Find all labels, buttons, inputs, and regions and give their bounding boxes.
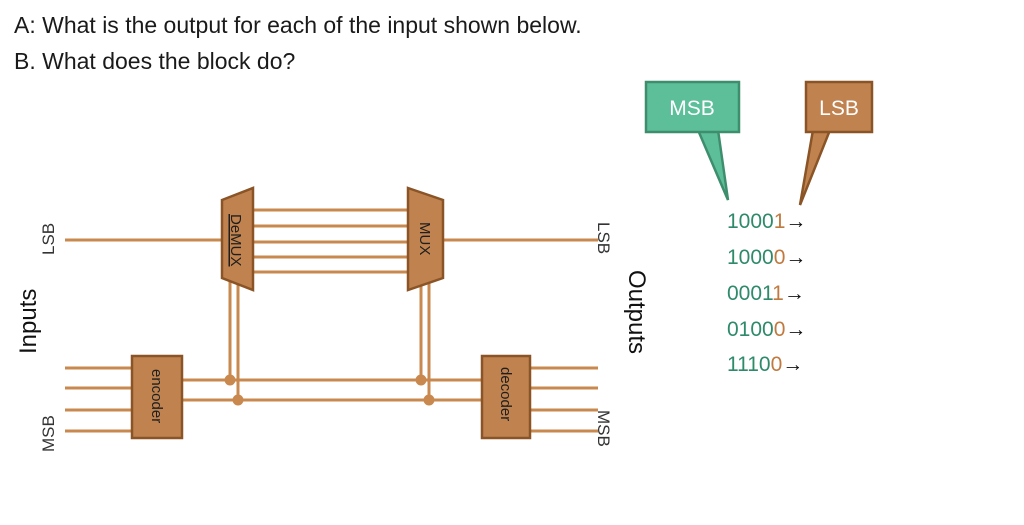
demux-mux-bus: [253, 208, 408, 274]
arrow-icon: →: [783, 282, 805, 305]
output-row: 11100→: [727, 353, 804, 376]
lsb-callout-label: LSB: [819, 97, 859, 120]
arrow-icon: →: [785, 318, 807, 341]
decoder-block: [480, 354, 532, 440]
output-row: 01000→: [727, 318, 807, 341]
input-msb-label: MSB: [39, 415, 58, 452]
arrow-icon: →: [785, 246, 807, 269]
decoder-output-wires: [530, 366, 598, 433]
inputs-label: Inputs: [15, 289, 42, 354]
outputs-label: Outputs: [623, 270, 650, 354]
output-lsb-label: LSB: [594, 222, 613, 254]
junction-dots: [224, 374, 435, 406]
decoder-label: decoder: [497, 367, 514, 421]
encoder-input-wires: [65, 366, 132, 433]
arrow-icon: →: [782, 353, 804, 376]
msb-callout: MSB: [644, 80, 741, 201]
output-row: 10000→: [727, 246, 807, 269]
lsb-callout: LSB: [798, 80, 874, 206]
encoder-label: encoder: [148, 369, 165, 423]
demux-block: [220, 186, 255, 292]
input-lsb-label: LSB: [39, 223, 58, 255]
msb-callout-label: MSB: [669, 97, 715, 120]
question-b: B. What does the block do?: [14, 48, 296, 74]
output-msb-label: MSB: [594, 410, 613, 447]
encoder-block: [130, 354, 184, 440]
question-a: A: What is the output for each of the in…: [14, 12, 582, 38]
output-row: 10001→: [727, 210, 807, 233]
demux-label: DeMUX: [227, 214, 244, 267]
mux-label: MUX: [416, 222, 433, 255]
mux-block: [406, 186, 445, 292]
arrow-icon: →: [785, 210, 807, 233]
output-row: 00011→: [727, 282, 805, 305]
